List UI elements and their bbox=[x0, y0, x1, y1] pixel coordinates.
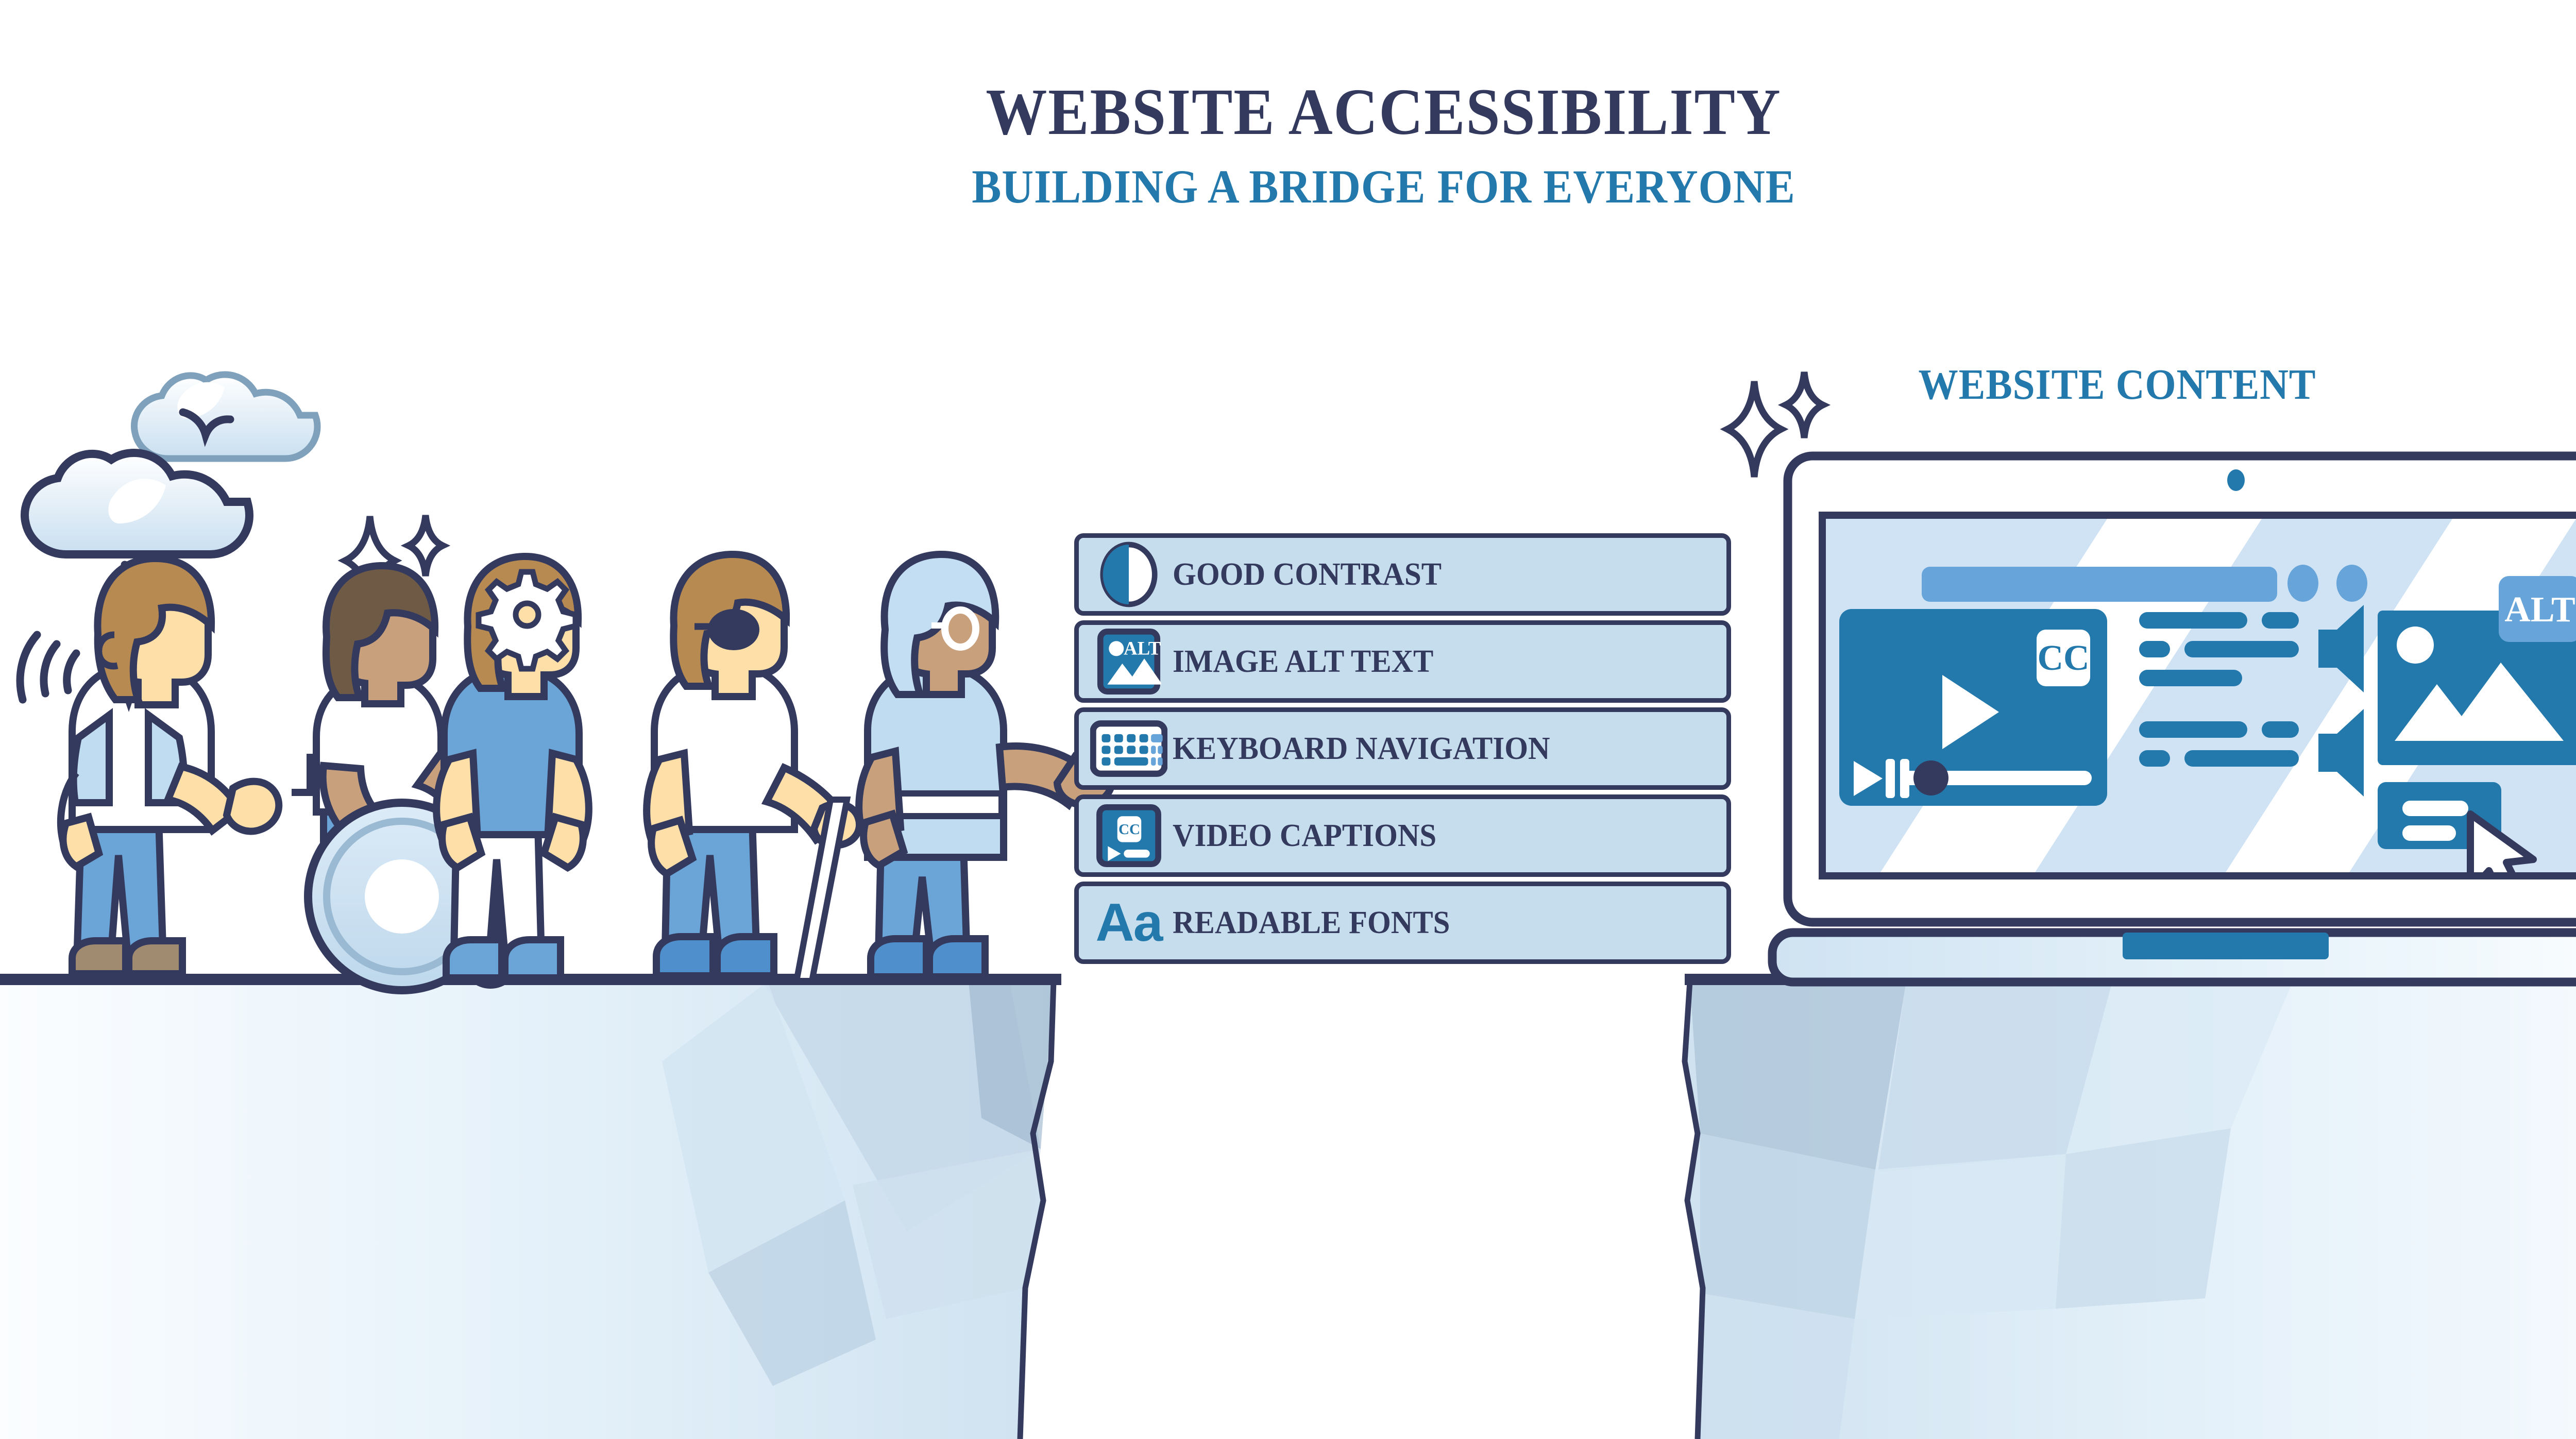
page-title: WEBSITE ACCESSIBILITY bbox=[986, 75, 1782, 148]
laptop-trackpad bbox=[2123, 933, 2329, 959]
closed-caption-icon: CC bbox=[1090, 803, 1167, 869]
feature-label: KEYBOARD NAVIGATION bbox=[1173, 731, 1550, 766]
speaker-icon bbox=[2318, 709, 2364, 797]
person-cognitive bbox=[433, 552, 592, 983]
cc-badge bbox=[2037, 630, 2090, 686]
feature-label: READABLE FONTS bbox=[1173, 905, 1450, 940]
feature-card-readable-fonts[interactable]: Aa READABLE FONTS bbox=[1074, 882, 1731, 964]
alt-badge bbox=[2499, 576, 2576, 642]
person-hearing-aid bbox=[16, 554, 283, 983]
feature-card-keyboard-navigation[interactable]: KEYBOARD NAVIGATION bbox=[1074, 707, 1731, 790]
hearing-aid-waves-icon bbox=[16, 631, 80, 704]
sun-circle bbox=[2397, 627, 2434, 664]
person-wheelchair bbox=[292, 562, 531, 994]
image-alt-text: ALT bbox=[2504, 590, 2575, 630]
site-header-bar bbox=[1922, 567, 2277, 602]
video-progress-bar bbox=[1901, 771, 2092, 785]
contrast-circle-icon bbox=[1090, 541, 1167, 607]
header-block: WEBSITE ACCESSIBILITY BUILDING A BRIDGE … bbox=[0, 77, 2576, 211]
svg-text:ALT: ALT bbox=[1124, 637, 1161, 658]
video-scrubber bbox=[1913, 760, 1948, 795]
typography-glyph: Aa bbox=[1095, 893, 1163, 953]
sparkle-icon bbox=[1777, 371, 1831, 438]
image-placeholder bbox=[2378, 576, 2576, 765]
text-block-with-audio bbox=[2139, 709, 2364, 797]
laptop bbox=[1768, 451, 2576, 987]
bird-icon bbox=[179, 408, 234, 447]
text-block-with-audio bbox=[2139, 605, 2364, 692]
feature-label: GOOD CONTRAST bbox=[1173, 556, 1442, 592]
feature-card-image-alt-text[interactable]: ALT IMAGE ALT TEXT bbox=[1074, 620, 1731, 703]
website-content-title: WEBSITE CONTENT bbox=[1918, 361, 2316, 409]
svg-text:CC: CC bbox=[1118, 821, 1140, 838]
canyon-cliffs bbox=[0, 981, 2576, 1439]
feature-card-good-contrast[interactable]: GOOD CONTRAST bbox=[1074, 533, 1731, 616]
image-alt-icon: ALT bbox=[1090, 629, 1167, 695]
site-nav-dot bbox=[2287, 565, 2318, 602]
video-cc-text: CC bbox=[2037, 638, 2089, 678]
feature-card-video-captions[interactable]: CC VIDEO CAPTIONS bbox=[1074, 794, 1731, 877]
dark-glasses-icon bbox=[694, 609, 759, 650]
speaker-icon bbox=[2318, 605, 2364, 692]
laptop-camera bbox=[2227, 469, 2245, 491]
keyboard-icon bbox=[1090, 716, 1167, 782]
page-subtitle: BUILDING A BRIDGE FOR EVERYONE bbox=[972, 160, 1795, 213]
cursor-icon bbox=[2467, 810, 2537, 872]
white-cane-icon bbox=[792, 797, 851, 984]
person-blind bbox=[643, 550, 863, 984]
feature-label: VIDEO CAPTIONS bbox=[1173, 818, 1437, 853]
cloud-icon bbox=[21, 449, 254, 558]
gear-icon bbox=[476, 569, 579, 672]
site-nav-dot bbox=[2336, 565, 2367, 602]
person-low-vision bbox=[855, 550, 1116, 981]
feature-label: IMAGE ALT TEXT bbox=[1173, 644, 1434, 679]
sparkle-icon bbox=[400, 515, 451, 577]
video-player bbox=[1839, 609, 2107, 806]
typography-icon: Aa bbox=[1090, 890, 1167, 956]
sparkle-icon bbox=[1720, 381, 1789, 478]
accessibility-feature-list: GOOD CONTRAST ALT IMAGE ALT TEXT bbox=[1074, 533, 1731, 964]
sparkle-group-right bbox=[1720, 371, 1831, 478]
sky-decorations-left bbox=[21, 371, 451, 605]
monocle-icon bbox=[931, 606, 979, 651]
